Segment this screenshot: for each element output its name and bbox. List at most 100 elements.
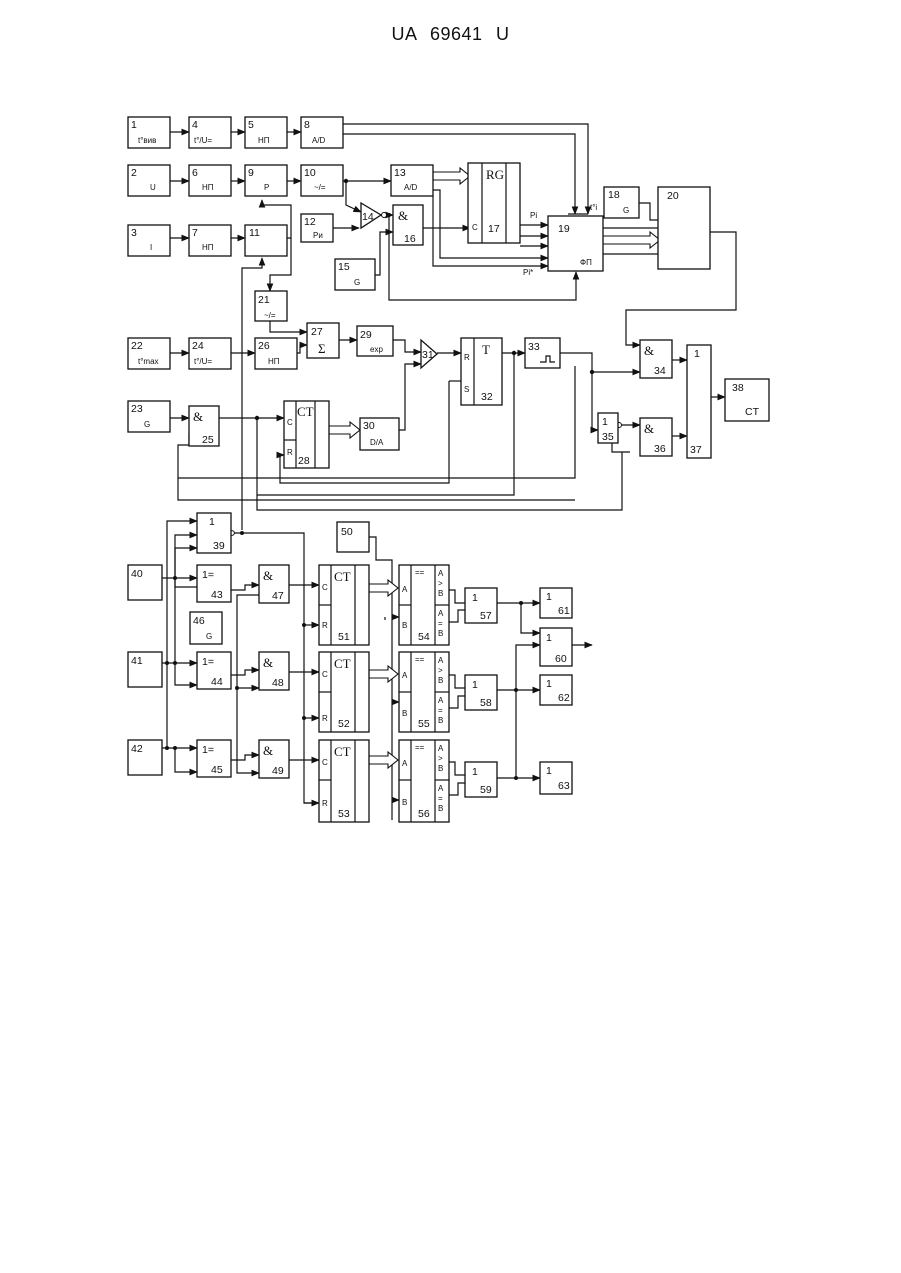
block-62: 162: [540, 675, 572, 705]
svg-text:55: 55: [418, 718, 430, 730]
svg-text:48: 48: [272, 677, 284, 689]
block-4: 4t°/U=: [189, 117, 231, 148]
block-49: &49: [259, 740, 289, 778]
svg-text:A: A: [438, 696, 444, 705]
svg-text:НП: НП: [202, 183, 214, 192]
svg-text:A/D: A/D: [312, 136, 326, 145]
svg-text:CT: CT: [745, 406, 760, 418]
block-28-counter: CT C R 28: [284, 401, 329, 468]
svg-text:RG: RG: [486, 167, 504, 182]
svg-text:A: A: [438, 784, 444, 793]
block-37: 137: [687, 345, 711, 458]
svg-text:6: 6: [192, 167, 198, 179]
svg-text:45: 45: [211, 764, 223, 776]
block-13: 13A/D: [391, 165, 433, 196]
block-18: 18G: [604, 187, 639, 218]
svg-text:B: B: [438, 804, 443, 813]
svg-text:A: A: [402, 759, 408, 768]
svg-text:1: 1: [472, 679, 478, 691]
block-11: 11: [245, 225, 287, 256]
svg-text:B: B: [438, 764, 443, 773]
svg-text:НП: НП: [268, 357, 280, 366]
svg-text:41: 41: [131, 655, 143, 667]
svg-text:t°max: t°max: [138, 357, 159, 366]
svg-text:1: 1: [472, 592, 478, 604]
svg-text:60: 60: [555, 653, 567, 665]
block-10: 10~/=: [301, 165, 343, 196]
svg-text:t°вив: t°вив: [138, 136, 156, 145]
svg-text:1=: 1=: [202, 656, 214, 668]
svg-text:8: 8: [304, 119, 310, 131]
block-24: 24t°/U=: [189, 338, 231, 369]
block-29: 29 exp: [357, 326, 393, 356]
svg-text:1: 1: [602, 416, 608, 428]
svg-text:27: 27: [311, 326, 323, 338]
block-61: 161: [540, 588, 572, 618]
svg-text:t°/U=: t°/U=: [194, 136, 212, 145]
block-48: &48: [259, 652, 289, 690]
svg-text:1: 1: [472, 766, 478, 778]
svg-text:50: 50: [341, 526, 353, 538]
svg-text:63: 63: [558, 780, 570, 792]
svg-text:R: R: [287, 448, 293, 457]
svg-text:T: T: [482, 342, 490, 357]
block-45: 1=45: [197, 740, 231, 777]
block-41: 41: [128, 652, 162, 687]
block-35: 135: [598, 413, 618, 443]
svg-text:11: 11: [249, 227, 260, 239]
svg-text:42: 42: [131, 743, 143, 755]
block-19: 19ФП: [548, 216, 603, 271]
svg-text:29: 29: [360, 329, 372, 341]
svg-text:exp: exp: [370, 345, 383, 354]
block-6: 6НП: [189, 165, 231, 196]
svg-text:C: C: [322, 758, 328, 767]
svg-text:&: &: [263, 568, 273, 583]
svg-text:D/A: D/A: [370, 438, 384, 447]
svg-text:НП: НП: [258, 136, 270, 145]
block-34: &34: [640, 340, 672, 378]
svg-text:A: A: [402, 585, 408, 594]
svg-text:28: 28: [298, 455, 310, 467]
svg-text:1: 1: [546, 632, 552, 644]
svg-text:19: 19: [558, 223, 570, 235]
svg-text:A/D: A/D: [404, 183, 418, 192]
svg-text:==: ==: [415, 655, 425, 664]
block-59: 159: [465, 762, 497, 797]
svg-text:=: =: [438, 794, 443, 803]
block-36: &36: [640, 418, 672, 456]
svg-text:9: 9: [248, 167, 254, 179]
svg-text:34: 34: [654, 365, 666, 377]
block-47: &47: [259, 565, 289, 603]
svg-text:B: B: [438, 676, 443, 685]
svg-text:53: 53: [338, 808, 350, 820]
block-8: 8A/D: [301, 117, 343, 148]
block-42: 42: [128, 740, 162, 775]
svg-text:B: B: [402, 621, 407, 630]
block-14-comparator: 14: [361, 203, 381, 228]
svg-text:t°/U=: t°/U=: [194, 357, 212, 366]
svg-text:51: 51: [338, 631, 350, 643]
svg-text:31: 31: [422, 349, 434, 361]
block-32-trigger: T R S 32: [461, 338, 502, 405]
block-22: 22t°max: [128, 338, 170, 369]
svg-text:B: B: [402, 709, 407, 718]
svg-text:1: 1: [131, 119, 137, 131]
block-25: &25: [189, 406, 219, 446]
block-23: 23G: [128, 401, 170, 432]
svg-text:>: >: [438, 579, 443, 588]
svg-text:==: ==: [415, 743, 425, 752]
svg-text:1: 1: [694, 348, 700, 360]
block-44: 1= 44: [197, 652, 231, 689]
svg-text:20: 20: [667, 190, 679, 202]
svg-text:35: 35: [602, 431, 614, 443]
block-58: 158: [465, 675, 497, 710]
block-38: 38CT: [725, 379, 769, 421]
svg-text:Pи: Pи: [313, 231, 323, 240]
svg-text:46: 46: [193, 615, 205, 627]
svg-text:Σ: Σ: [318, 341, 326, 356]
svg-text:44: 44: [211, 676, 223, 688]
svg-text:25: 25: [202, 434, 214, 446]
svg-text:58: 58: [480, 697, 492, 709]
block-2: 2U: [128, 165, 170, 196]
svg-text:17: 17: [488, 223, 500, 235]
